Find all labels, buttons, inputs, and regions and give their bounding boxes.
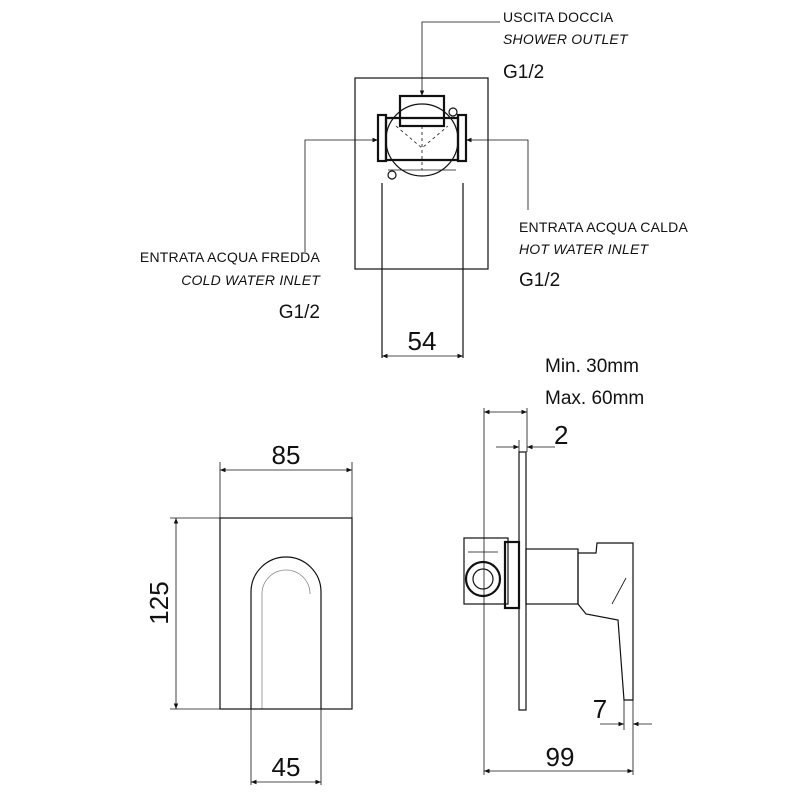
wall-min-label: Min. 30mm	[545, 356, 639, 377]
side-valve	[463, 537, 579, 610]
outlet-leader	[419, 21, 500, 96]
hot-inlet-thread: G1/2	[519, 270, 560, 291]
top-view	[304, 21, 529, 359]
dim-85-value: 85	[272, 440, 301, 470]
cold-inlet-thread: G1/2	[279, 302, 320, 323]
cold-inlet-leader	[304, 137, 378, 252]
hot-inlet-label-en: HOT WATER INLET	[519, 241, 650, 257]
side-view	[463, 408, 652, 775]
dim-2-value: 2	[554, 420, 568, 450]
cold-inlet-label-en: COLD WATER INLET	[181, 272, 321, 288]
outlet-thread: G1/2	[503, 62, 544, 83]
hot-inlet-label-it: ENTRATA ACQUA CALDA	[519, 219, 688, 235]
dim-54-value: 54	[408, 326, 437, 356]
side-lever	[577, 542, 634, 701]
dim-7-value: 7	[593, 694, 607, 724]
hot-inlet-leader	[466, 137, 529, 210]
dim-99-value: 99	[546, 742, 575, 772]
front-plate-outline	[219, 517, 353, 710]
wall-max-label: Max. 60mm	[545, 388, 644, 409]
dim-45-value: 45	[272, 752, 301, 782]
cold-inlet-label-it: ENTRATA ACQUA FREDDA	[140, 249, 321, 265]
outlet-label-it: USCITA DOCCIA	[503, 9, 614, 25]
top-plate-outline	[354, 77, 489, 270]
front-view	[170, 462, 353, 785]
front-opening	[250, 556, 322, 709]
outlet-label-en: SHOWER OUTLET	[503, 31, 629, 47]
dim-125-value: 125	[144, 581, 174, 624]
top-valve-body	[376, 94, 468, 180]
